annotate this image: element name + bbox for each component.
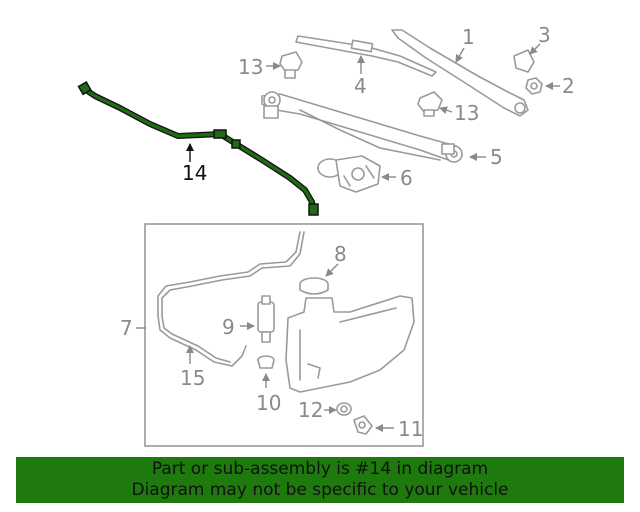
callout-2[interactable]: 2 bbox=[562, 74, 575, 98]
filler-cap-part-8[interactable] bbox=[299, 277, 329, 295]
level-sensor-part-11[interactable] bbox=[353, 415, 373, 435]
leader-8 bbox=[325, 263, 339, 277]
callout-1[interactable]: 1 bbox=[462, 25, 475, 49]
banner-line-2: Diagram may not be specific to your vehi… bbox=[131, 480, 509, 500]
leader-13b bbox=[439, 106, 453, 115]
callout-8[interactable]: 8 bbox=[334, 242, 347, 266]
washer-pump-part-9[interactable] bbox=[257, 295, 275, 343]
seal-ring-part-12[interactable] bbox=[336, 402, 352, 416]
callout-7[interactable]: 7 bbox=[120, 316, 133, 340]
leader-3 bbox=[529, 43, 541, 55]
wiper-motor-part-6[interactable] bbox=[317, 155, 381, 193]
callout-15[interactable]: 15 bbox=[180, 366, 205, 390]
callout-13b[interactable]: 13 bbox=[454, 101, 479, 125]
washer-hose-part-14[interactable] bbox=[77, 81, 319, 216]
washer-nozzle-part-13a[interactable] bbox=[279, 51, 303, 79]
washer-hose-part-15[interactable] bbox=[157, 231, 301, 367]
wiper-arm-part-1[interactable] bbox=[391, 29, 529, 117]
callout-10[interactable]: 10 bbox=[256, 391, 281, 415]
grommet-part-10[interactable] bbox=[257, 355, 275, 369]
wiper-blade-part-4[interactable] bbox=[295, 35, 437, 77]
callout-4[interactable]: 4 bbox=[354, 74, 367, 98]
wiper-linkage-part-5[interactable] bbox=[261, 91, 463, 163]
washer-reservoir-tank[interactable] bbox=[285, 295, 415, 393]
arm-cap-part-3[interactable] bbox=[513, 49, 535, 73]
callout-3[interactable]: 3 bbox=[538, 23, 551, 47]
callout-12[interactable]: 12 bbox=[298, 398, 323, 422]
callout-6[interactable]: 6 bbox=[400, 166, 413, 190]
washer-nozzle-part-13b[interactable] bbox=[417, 91, 443, 117]
callout-9[interactable]: 9 bbox=[222, 315, 235, 339]
callout-13a[interactable]: 13 bbox=[238, 55, 263, 79]
callout-5[interactable]: 5 bbox=[490, 145, 503, 169]
parts-diagram: 14 4 1 3 2 13 13 bbox=[77, 23, 575, 447]
nut-part-2[interactable] bbox=[525, 77, 543, 95]
callout-11[interactable]: 11 bbox=[398, 417, 423, 441]
callout-14[interactable]: 14 bbox=[182, 161, 207, 185]
leader-1 bbox=[455, 47, 465, 63]
info-banner: Part or sub-assembly is #14 in diagram D… bbox=[16, 457, 624, 503]
banner-line-1: Part or sub-assembly is #14 in diagram bbox=[151, 459, 489, 479]
